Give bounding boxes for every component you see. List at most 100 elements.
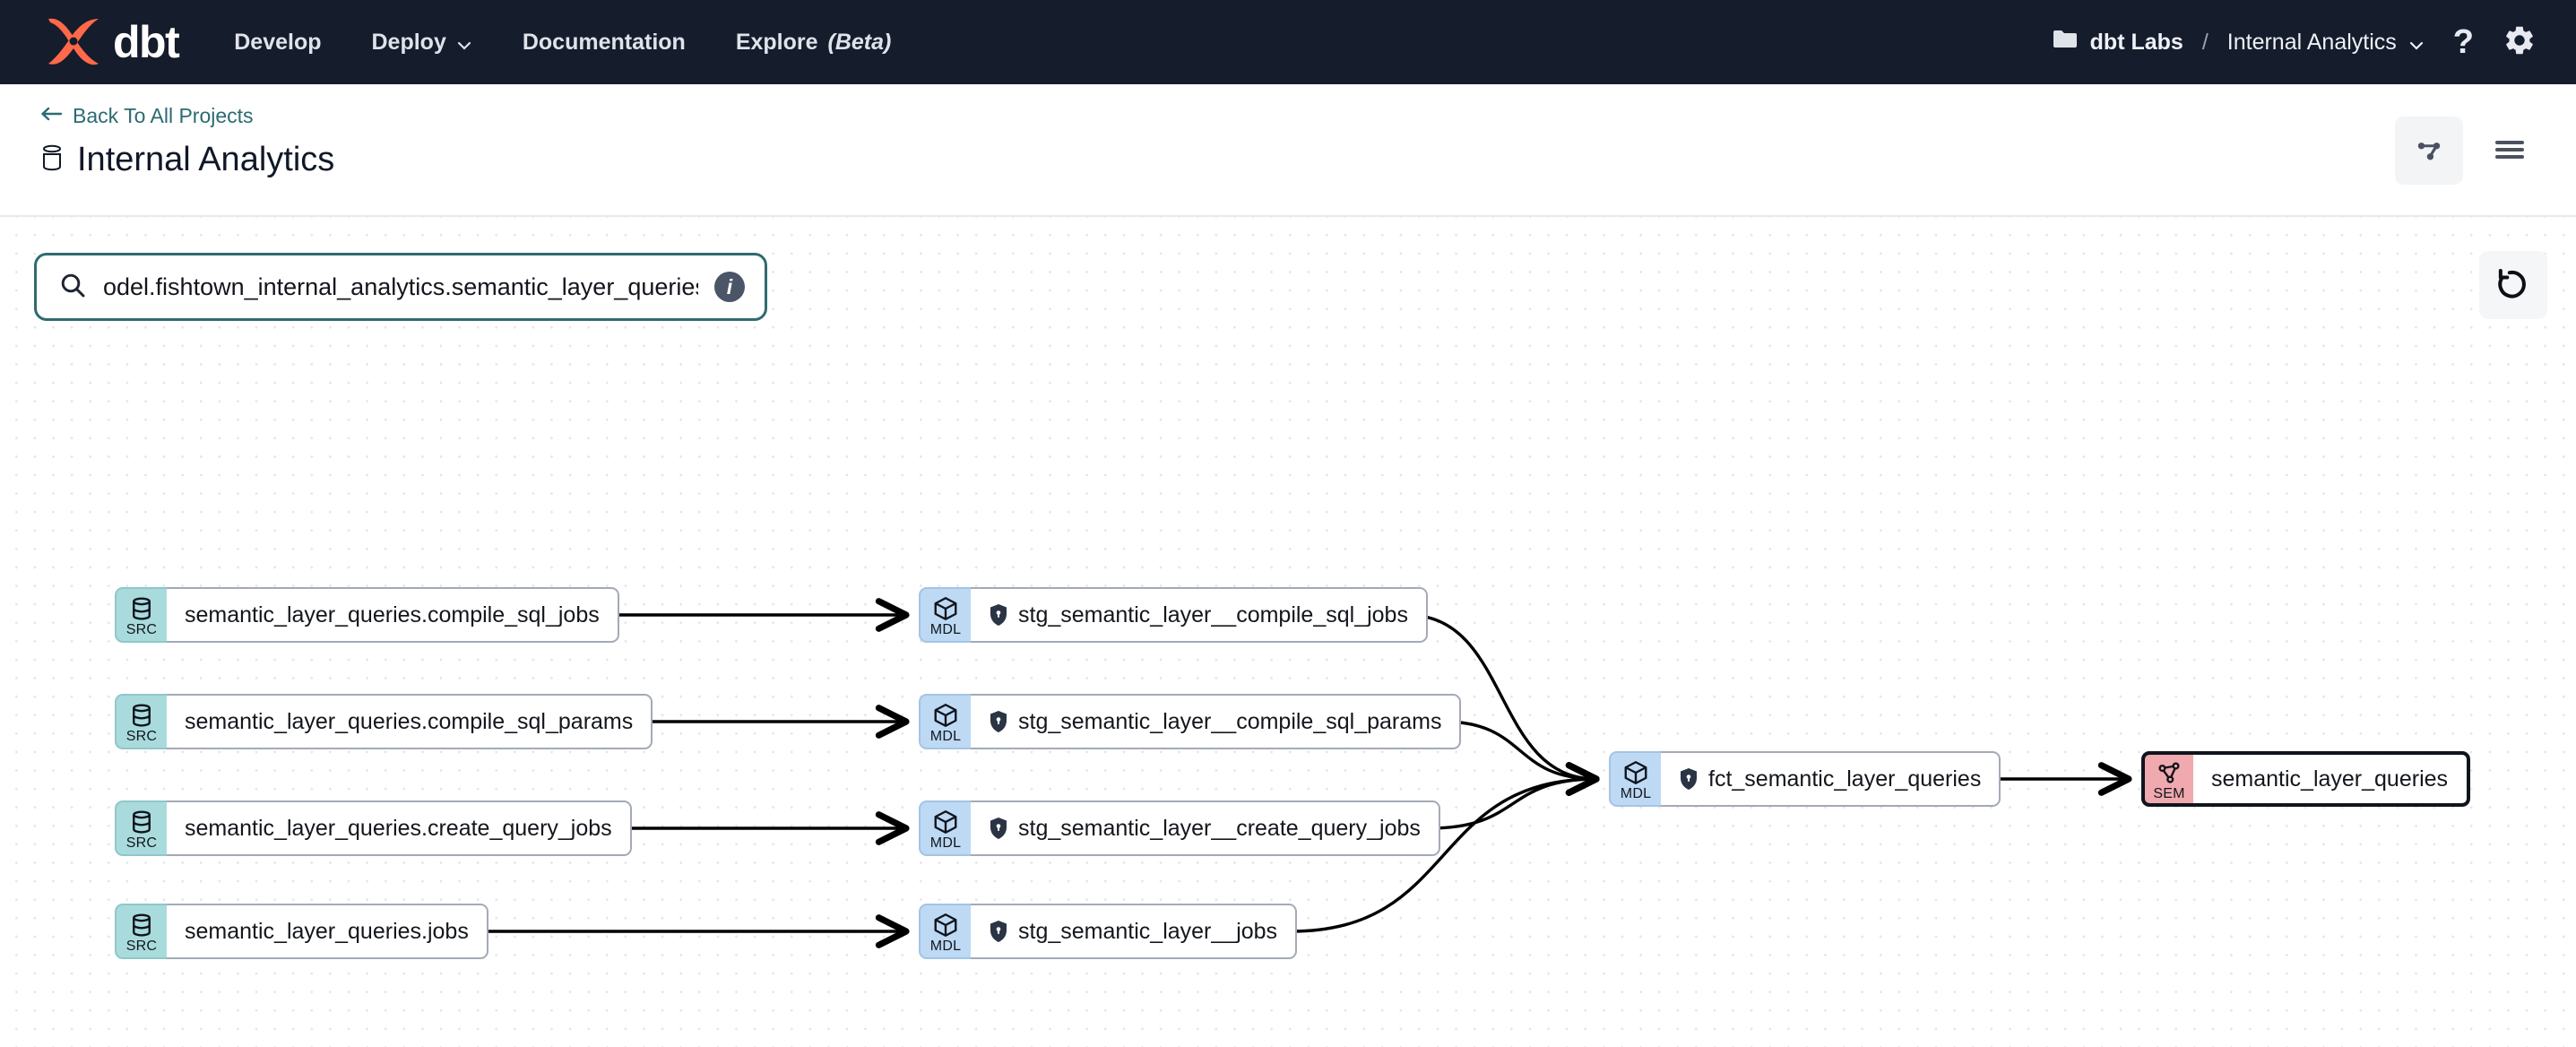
header-actions [2395, 117, 2537, 185]
breadcrumb-separator: / [2201, 29, 2209, 55]
shield-icon [989, 817, 1008, 840]
database-cylinder-icon [128, 809, 155, 835]
lineage-edge [1290, 762, 1600, 933]
gear-icon [2503, 23, 2537, 62]
node-body[interactable]: stg_semantic_layer__compile_sql_params [971, 694, 1462, 749]
nav-item-develop-label: Develop [234, 29, 322, 55]
node-label: semantic_layer_queries.create_query_jobs [185, 815, 612, 841]
node-type-badge-mdl: MDL [919, 587, 971, 643]
cube-icon [932, 595, 959, 622]
node-type-abbr: SRC [125, 938, 158, 954]
node-type-abbr: MDL [929, 621, 962, 637]
reset-view-button[interactable] [2479, 251, 2547, 319]
primary-nav: Develop Deploy Documentation Explore (Be… [234, 30, 891, 56]
node-type-abbr: SRC [125, 621, 158, 637]
account-project-breadcrumb[interactable]: dbt Labs / Internal Analytics [2052, 28, 2425, 57]
shield-icon [989, 603, 1008, 627]
node-label: stg_semantic_layer__compile_sql_jobs [1018, 601, 1408, 627]
lineage-node-src4[interactable]: SRC semantic_layer_queries.jobs [115, 904, 488, 959]
chevron-down-icon [2408, 34, 2425, 50]
cube-icon [932, 809, 959, 835]
nav-item-documentation[interactable]: Documentation [523, 30, 686, 56]
lineage-edges [486, 598, 2132, 948]
database-cylinder-icon [128, 912, 155, 939]
node-body[interactable]: stg_semantic_layer__jobs [971, 904, 1298, 959]
node-label: semantic_layer_queries [2211, 766, 2449, 792]
node-type-badge-src: SRC [115, 904, 167, 959]
info-icon[interactable]: i [714, 272, 745, 302]
database-cylinder-icon [128, 702, 155, 729]
lineage-edge [1406, 613, 1600, 796]
back-to-all-projects-link[interactable]: Back To All Projects [39, 104, 254, 128]
node-label: semantic_layer_queries.compile_sql_jobs [185, 601, 600, 627]
node-type-abbr: SRC [125, 835, 158, 851]
node-type-badge-mdl: MDL [919, 904, 971, 959]
node-type-badge-src: SRC [115, 587, 167, 643]
node-body[interactable]: semantic_layer_queries.compile_sql_param… [167, 694, 653, 749]
node-type-abbr: MDL [1620, 785, 1652, 801]
node-type-abbr: SRC [125, 728, 158, 744]
node-body[interactable]: stg_semantic_layer__create_query_jobs [971, 800, 1440, 856]
lineage-node-src3[interactable]: SRC semantic_layer_queries.create_query_j… [115, 800, 632, 856]
node-type-badge-mdl: MDL [919, 800, 971, 856]
nav-item-deploy[interactable]: Deploy [372, 30, 472, 56]
semantic-graph-icon [2156, 759, 2183, 786]
page-title: Internal Analytics [77, 141, 335, 178]
project-name: Internal Analytics [2226, 29, 2397, 55]
node-search-box[interactable]: odel.fishtown_internal_analytics.semanti… [34, 253, 767, 321]
menu-button[interactable] [2483, 124, 2537, 177]
lineage-node-mdl4[interactable]: MDL stg_semantic_layer__jobs [919, 904, 1298, 959]
node-type-badge-src: SRC [115, 800, 167, 856]
nav-item-deploy-label: Deploy [371, 29, 446, 55]
search-input[interactable]: odel.fishtown_internal_analytics.semanti… [103, 273, 698, 300]
back-link-label: Back To All Projects [73, 104, 254, 127]
nav-item-explore[interactable]: Explore (Beta) [736, 30, 892, 56]
lineage-node-mdl3[interactable]: MDL stg_semantic_layer__create_query_jobs [919, 800, 1440, 856]
node-body[interactable]: semantic_layer_queries.jobs [167, 904, 488, 959]
database-icon [39, 143, 65, 177]
lineage-node-sem[interactable]: SEM semantic_layer_queries [2141, 751, 2470, 807]
database-cylinder-icon [128, 595, 155, 622]
lineage-node-mdl2[interactable]: MDL stg_semantic_layer__compile_sql_param… [919, 694, 1462, 749]
top-navbar: dbt Develop Deploy Documentation Explore… [0, 0, 2576, 84]
lineage-node-src1[interactable]: SRC semantic_layer_queries.compile_sql_jo… [115, 587, 619, 643]
page-title-row: Internal Analytics [39, 141, 2537, 179]
page-header: Back To All Projects Internal Analytics [0, 84, 2576, 217]
account-name: dbt Labs [2089, 29, 2183, 55]
search-icon [58, 271, 87, 304]
node-type-abbr: MDL [929, 938, 962, 954]
node-label: stg_semantic_layer__compile_sql_params [1018, 708, 1442, 734]
lineage-node-fct[interactable]: MDL fct_semantic_layer_queries [1609, 751, 2001, 807]
node-body[interactable]: semantic_layer_queries.create_query_jobs [167, 800, 632, 856]
help-button[interactable]: ? [2448, 25, 2479, 59]
node-body[interactable]: fct_semantic_layer_queries [1661, 751, 2001, 807]
node-type-badge-sem: SEM [2141, 751, 2193, 807]
lineage-node-src2[interactable]: SRC semantic_layer_queries.compile_sql_pa… [115, 694, 653, 749]
node-label: stg_semantic_layer__create_query_jobs [1018, 815, 1421, 841]
lineage-share-icon [2414, 134, 2444, 168]
node-type-abbr: SEM [2153, 785, 2185, 801]
node-body[interactable]: semantic_layer_queries [2193, 751, 2470, 807]
node-label: stg_semantic_layer__jobs [1018, 918, 1278, 944]
node-label: semantic_layer_queries.jobs [185, 918, 469, 944]
lineage-canvas[interactable]: odel.fishtown_internal_analytics.semanti… [0, 217, 2576, 1047]
dbt-wordmark: dbt [113, 17, 180, 67]
cube-icon [932, 912, 959, 939]
dbt-logo[interactable]: dbt [39, 15, 180, 69]
question-mark-icon: ? [2452, 23, 2474, 61]
chevron-down-icon [456, 34, 472, 50]
nav-right-group: dbt Labs / Internal Analytics ? [2052, 23, 2537, 62]
node-body[interactable]: semantic_layer_queries.compile_sql_jobs [167, 587, 619, 643]
node-body[interactable]: stg_semantic_layer__compile_sql_jobs [971, 587, 1428, 643]
shield-icon [1679, 767, 1699, 791]
lineage-view-button[interactable] [2395, 117, 2463, 185]
nav-item-documentation-label: Documentation [522, 29, 686, 55]
node-type-abbr: MDL [929, 728, 962, 744]
dbt-logo-icon [39, 15, 109, 69]
node-type-abbr: MDL [929, 835, 962, 851]
nav-item-develop[interactable]: Develop [234, 30, 321, 56]
lineage-node-mdl1[interactable]: MDL stg_semantic_layer__compile_sql_jobs [919, 587, 1428, 643]
reset-arrow-icon [2495, 266, 2531, 305]
shield-icon [989, 920, 1008, 943]
settings-button[interactable] [2503, 23, 2537, 62]
